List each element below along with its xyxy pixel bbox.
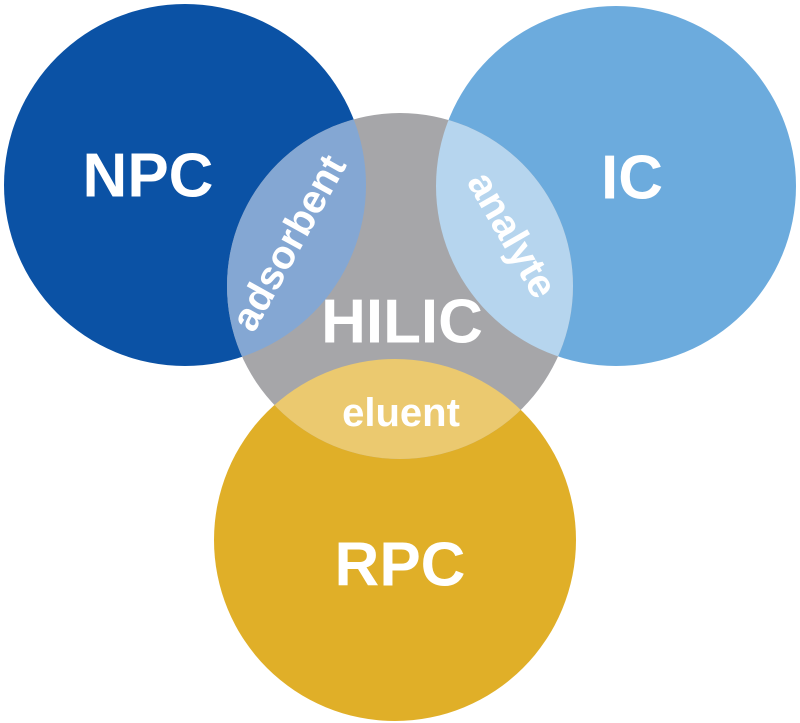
npc-label: NPC xyxy=(83,142,214,211)
eluent-overlap-label: eluent xyxy=(342,391,460,435)
rpc-label: RPC xyxy=(335,531,466,600)
rpc-circle xyxy=(214,359,576,721)
hilic-label: HILIC xyxy=(321,288,483,357)
ic-label: IC xyxy=(601,144,663,213)
ic-hilic-overlap xyxy=(436,113,573,366)
npc-hilic-overlap xyxy=(227,113,366,366)
